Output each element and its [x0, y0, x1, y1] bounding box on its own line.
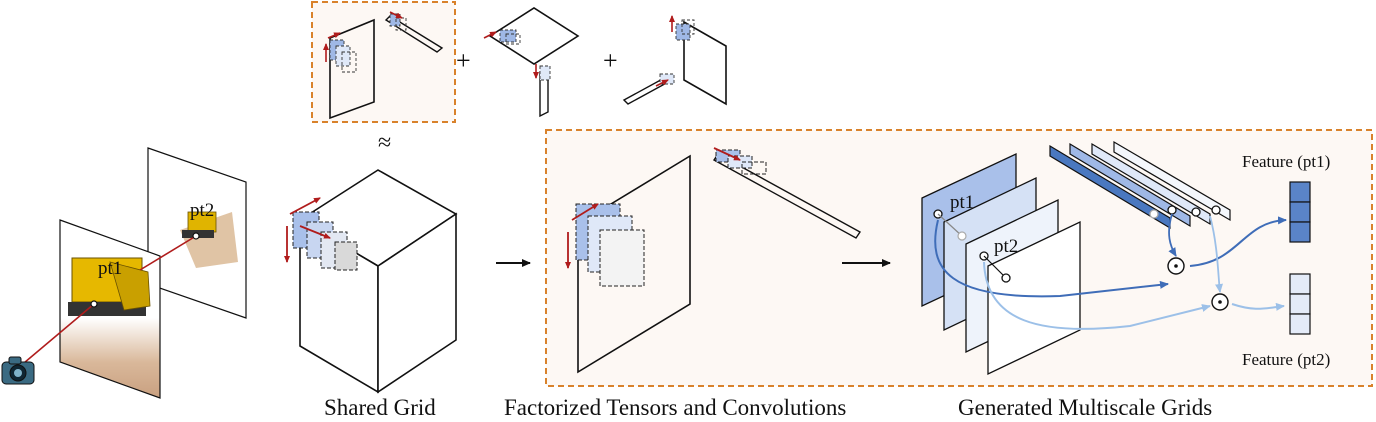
plus-operator: + [456, 46, 471, 75]
factorization-term-2 [483, 7, 580, 118]
camera-icon [1, 356, 35, 385]
grid-point-pt1-label: pt1 [950, 192, 975, 213]
image-point-pt1-label: pt1 [98, 258, 123, 279]
hadamard-product-icon [1167, 257, 1185, 275]
image-plane-pt1 [59, 219, 161, 399]
multiscale-planes [921, 140, 1231, 376]
feature-pt1-label: Feature (pt1) [1242, 152, 1331, 171]
feature-vector-pt2 [1289, 273, 1311, 335]
feature-vector-pt1 [1289, 181, 1311, 243]
shared-grid-cube [284, 169, 458, 394]
caption-factorized: Factorized Tensors and Convolutions [504, 395, 847, 420]
caption-shared-grid: Shared Grid [324, 395, 436, 420]
approx-symbol: ≈ [378, 130, 392, 156]
caption-multiscale: Generated Multiscale Grids [958, 395, 1213, 420]
factorized-plane [565, 147, 862, 374]
plus-operator: + [603, 46, 618, 75]
factorization-box [311, 1, 456, 123]
factorization-term-3 [622, 15, 727, 106]
camera-rays [17, 232, 200, 369]
grid-point-pt2-label: pt2 [994, 236, 1019, 257]
hadamard-product-icon [1211, 293, 1229, 311]
feature-pt2-label: Feature (pt2) [1242, 350, 1331, 369]
feature-flow-curves [934, 213, 1287, 330]
image-point-pt2-label: pt2 [190, 200, 215, 221]
